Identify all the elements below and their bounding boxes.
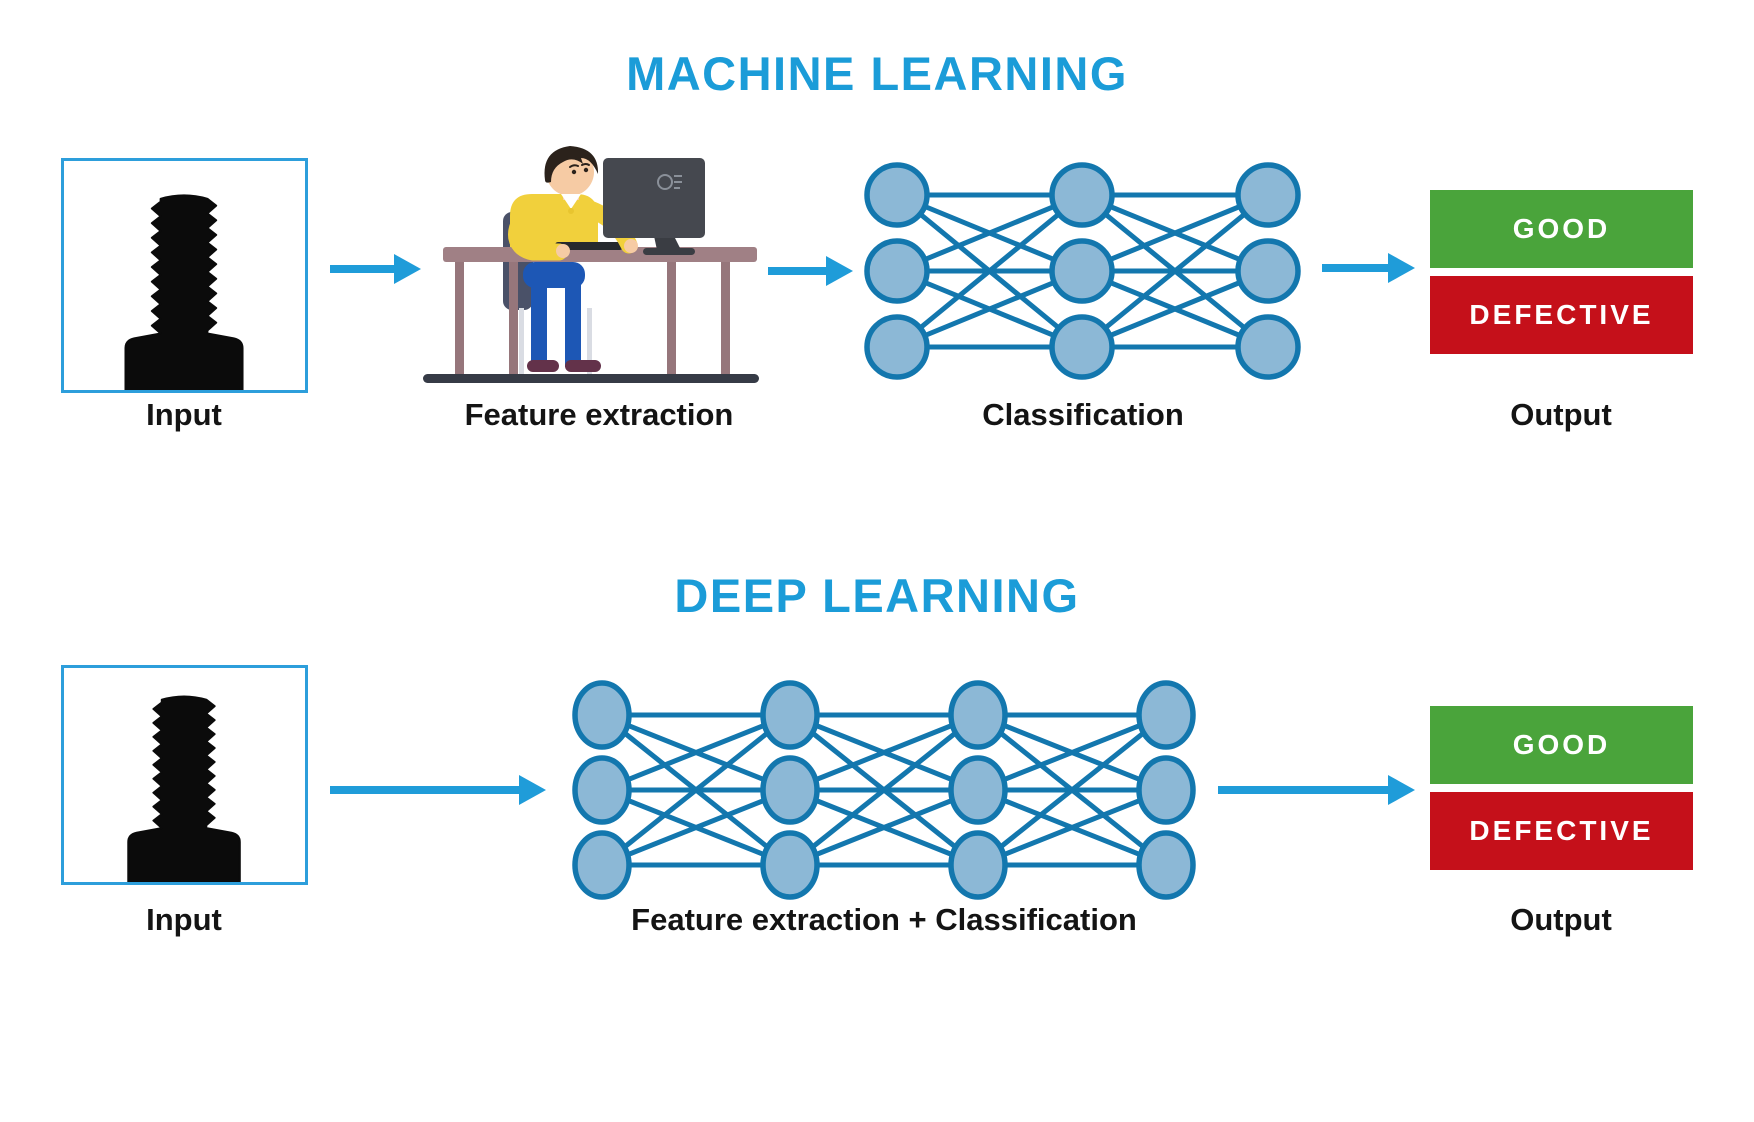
flow-arrow-head [826, 256, 853, 286]
ml-feature-extraction-label: Feature extraction [464, 397, 734, 432]
network-node [864, 314, 930, 380]
network-node [760, 755, 820, 825]
network-node [948, 830, 1008, 900]
monitor-screen [603, 158, 705, 238]
ml-output-defective: DEFECTIVE [1430, 276, 1693, 354]
network-node [760, 680, 820, 750]
dl-input-label: Input [146, 902, 222, 937]
person-at-computer [423, 146, 759, 383]
flow-arrow-head [394, 254, 421, 284]
dl-output-good: GOOD [1430, 706, 1693, 784]
network-connection [895, 193, 1084, 349]
network-connection [789, 712, 979, 793]
network-node [1049, 162, 1115, 228]
dl-input-image-box [61, 665, 308, 885]
network-connection [1080, 193, 1270, 349]
network-node [948, 680, 1008, 750]
network-node [572, 680, 632, 750]
flow-arrow-head [519, 775, 546, 805]
network-connection [977, 787, 1167, 868]
collar [561, 194, 581, 209]
flow-arrow-head [1388, 775, 1415, 805]
network-node [1049, 314, 1115, 380]
network-node [572, 755, 632, 825]
network-connection [600, 713, 792, 867]
network-node [1049, 238, 1115, 304]
monitor-logo [657, 174, 682, 190]
flow-arrow-head [1388, 253, 1415, 283]
ml-output-good: GOOD [1430, 190, 1693, 268]
network-node [572, 830, 632, 900]
network-connection [601, 787, 791, 868]
feature-extraction-illustration [415, 112, 770, 390]
hair [544, 146, 599, 183]
machine-learning-title: MACHINE LEARNING [626, 47, 1128, 100]
network-node [760, 830, 820, 900]
desk [443, 247, 757, 374]
monitor [603, 158, 705, 255]
network-node [1235, 162, 1301, 228]
network-connection [1081, 192, 1269, 274]
network-connection [976, 713, 1168, 867]
bolt-image [127, 695, 241, 882]
network-node [1136, 680, 1196, 750]
network-connection [1081, 268, 1269, 350]
dl-output-label: Output [1510, 902, 1612, 937]
monitor-stand [643, 248, 695, 255]
network-node [1136, 830, 1196, 900]
network-node [864, 162, 930, 228]
network-node [1136, 755, 1196, 825]
keyboard [555, 242, 623, 250]
ml-classification-label: Classification [982, 397, 1184, 432]
network-connection [896, 268, 1083, 350]
ml-input-label: Input [146, 397, 222, 432]
network-connection [601, 712, 791, 793]
shoe [565, 360, 601, 372]
network-connection [789, 787, 979, 868]
dl-output-defective: DEFECTIVE [1430, 792, 1693, 870]
hand [556, 244, 570, 258]
network-connection [977, 712, 1167, 793]
ml-output-label: Output [1510, 397, 1612, 432]
floor [423, 374, 759, 383]
deep-learning-title: DEEP LEARNING [674, 569, 1080, 622]
network-connection [896, 192, 1083, 274]
network-node [1235, 238, 1301, 304]
network-node [948, 755, 1008, 825]
network-connection [788, 713, 980, 867]
shoe [527, 360, 559, 372]
dl-feature-extraction-classification-label: Feature extraction + Classification [631, 902, 1137, 937]
bolt-image [124, 194, 244, 390]
ml-input-image-box [61, 158, 308, 393]
hand [624, 239, 638, 253]
network-node [864, 238, 930, 304]
network-node [1235, 314, 1301, 380]
